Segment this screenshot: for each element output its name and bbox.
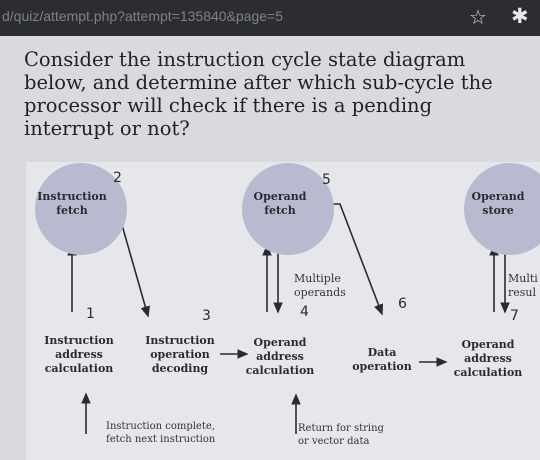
label-1: 1 (86, 306, 95, 322)
url-text[interactable]: d/quiz/attempt.php?attempt=135840&page=5 (2, 8, 283, 24)
label-7: 7 (510, 308, 519, 324)
node-operand-address-calculation-1: Operand address calculation (245, 336, 315, 377)
instruction-fetch-circle (35, 163, 127, 255)
node-instruction-fetch: Instruction fetch (37, 190, 107, 217)
operand-fetch-circle (242, 163, 334, 255)
node-operand-store: Operand store (471, 190, 525, 217)
node-operand-address-calculation-2: Operand address calculation (453, 338, 523, 379)
label-5: 5 (322, 172, 331, 188)
puzzle-icon[interactable]: ✱ (511, 4, 529, 28)
node-data-operation: Data operation (352, 346, 412, 373)
label-2: 2 (113, 170, 122, 186)
node-instruction-address-calculation: Instruction address calculation (44, 334, 114, 375)
note-instruction-complete: Instruction complete, fetch next instruc… (106, 421, 216, 445)
label-multiple-operands: Multiple operands (294, 272, 346, 299)
label-6: 6 (398, 296, 407, 312)
label-4: 4 (300, 304, 309, 320)
node-operand-fetch: Operand fetch (253, 190, 307, 217)
operand-store-circle (464, 163, 540, 255)
label-3: 3 (202, 308, 211, 324)
browser-address-bar[interactable]: d/quiz/attempt.php?attempt=135840&page=5… (0, 0, 540, 36)
question-text: Consider the instruction cycle state dia… (24, 48, 493, 140)
note-return-for-string: Return for string or vector data (298, 423, 384, 447)
star-icon[interactable]: ☆ (469, 5, 487, 29)
label-multiple-results: Multi resul (508, 272, 538, 299)
node-instruction-operation-decoding: Instruction operation decoding (145, 334, 215, 375)
